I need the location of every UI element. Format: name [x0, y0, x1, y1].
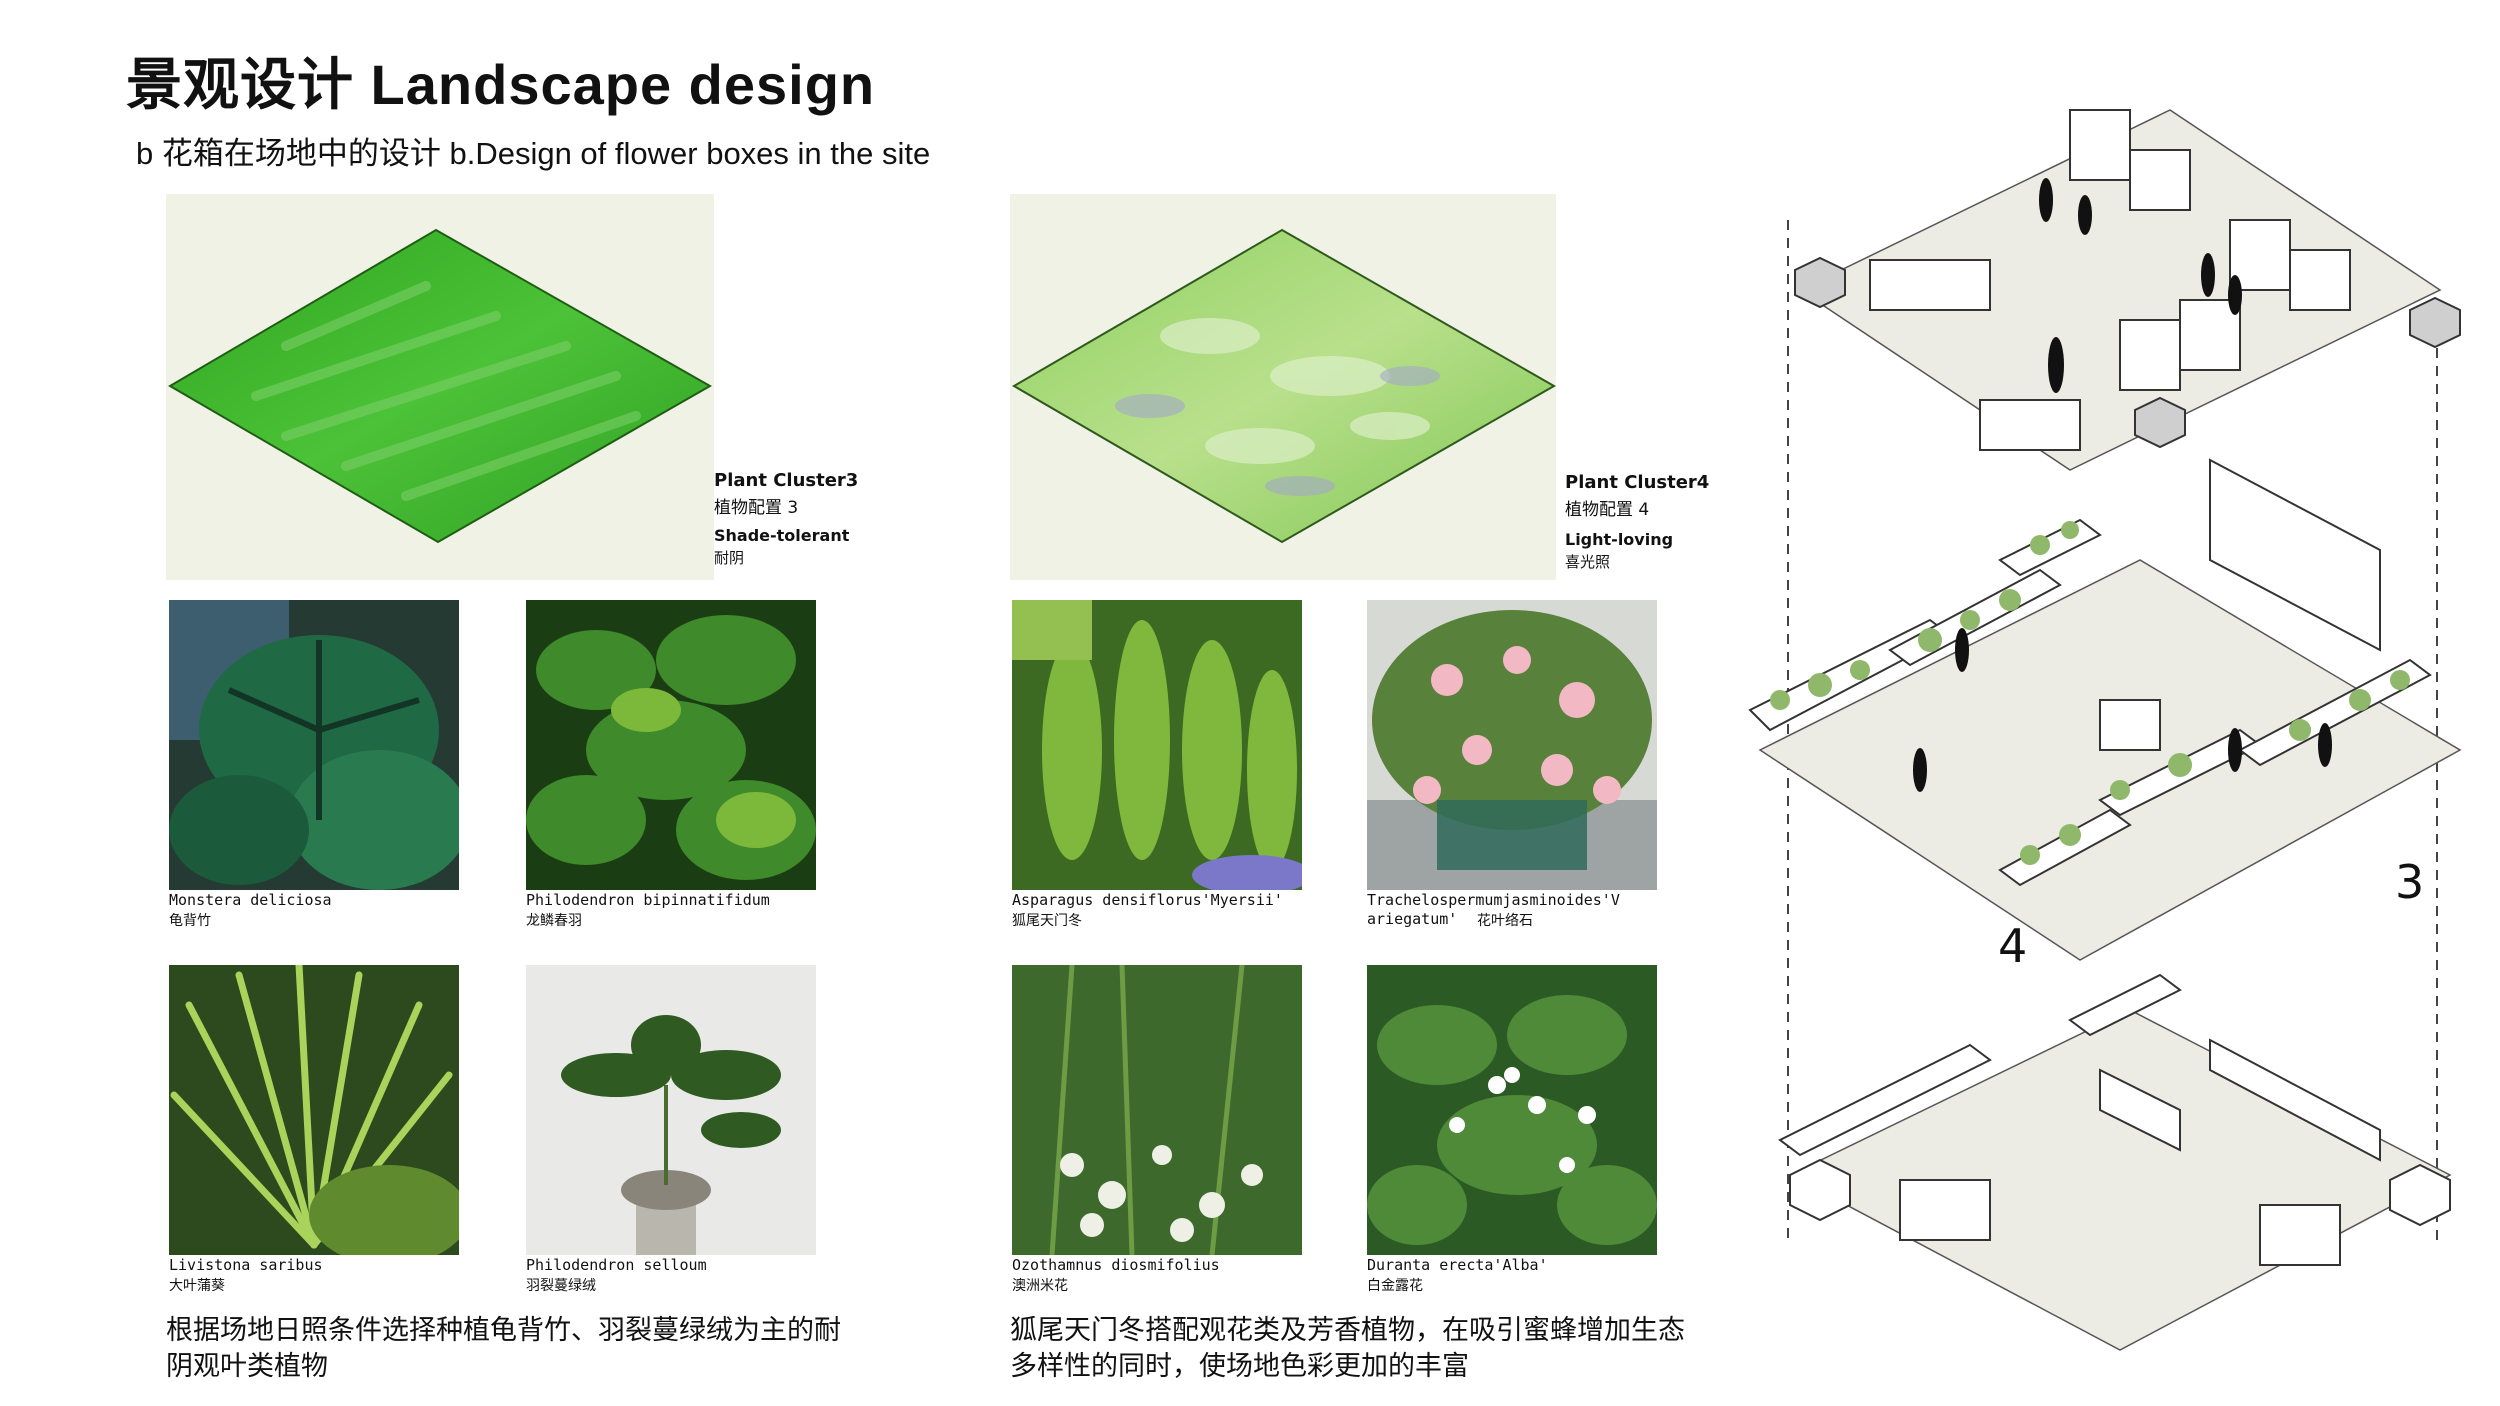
caption-philodendron-selloum-cn: 羽裂蔓绿绒: [526, 1278, 596, 1294]
photo-monstera: [169, 600, 459, 890]
photo-asparagus: [1012, 600, 1302, 890]
caption-ozothamnus-latin: Ozothamnus diosmifolius: [1012, 1256, 1220, 1274]
photo-philodendron-selloum: [526, 965, 816, 1255]
diagram-label-3: 3: [2395, 855, 2424, 909]
page-title: 景观设计 Landscape design: [126, 53, 876, 116]
caption-livistona-cn: 大叶蒲葵: [169, 1278, 225, 1294]
caption-trachelospermum-latin: Trachelospermumjasminoides'V: [1367, 891, 1620, 909]
caption-livistona-latin: Livistona saribus: [169, 1256, 323, 1274]
caption-monstera-latin: Monstera deliciosa: [169, 891, 332, 909]
cluster4-name-cn: 植物配置 4: [1565, 500, 1650, 520]
caption-monstera-cn: 龟背竹: [169, 913, 211, 929]
photo-philodendron-bipinnatifidum: [526, 600, 816, 890]
page-subtitle: b 花箱在场地中的设计 b.Design of flower boxes in …: [136, 136, 931, 171]
axonometric-diagram: 3 4: [1740, 90, 2480, 1395]
caption-philodendron-bipinnatifidum-latin: Philodendron bipinnatifidum: [526, 891, 770, 909]
photo-ozothamnus: [1012, 965, 1302, 1255]
cluster4-grass-texture: [1010, 226, 1558, 546]
cluster3-description: 根据场地日照条件选择种植龟背竹、羽裂蔓绿绒为主的耐阴观叶类植物: [166, 1315, 841, 1382]
photo-duranta: [1367, 965, 1657, 1255]
caption-philodendron-bipinnatifidum-cn: 龙鳞春羽: [526, 913, 582, 929]
cluster4-light: Light-loving: [1565, 530, 1674, 549]
cluster3-light: Shade-tolerant: [714, 526, 850, 545]
photo-livistona: [169, 965, 459, 1255]
cluster4-description: 狐尾天门冬搭配观花类及芳香植物，在吸引蜜蜂增加生态多样性的同时，使场地色彩更加的…: [1010, 1315, 1685, 1382]
cluster3-grass-texture: [166, 226, 714, 546]
caption-trachelospermum-latin-line2: ariegatum': [1367, 910, 1458, 928]
caption-philodendron-selloum-latin: Philodendron selloum: [526, 1256, 707, 1274]
cluster4-light-cn: 喜光照: [1565, 553, 1611, 571]
caption-trachelospermum-cn: 花叶络石: [1477, 913, 1533, 929]
diagram-label-4: 4: [1998, 919, 2027, 973]
cluster3-light-cn: 耐阴: [714, 549, 745, 567]
photo-trachelospermum: [1367, 600, 1657, 890]
cluster3-name-cn: 植物配置 3: [714, 498, 799, 518]
caption-duranta-latin: Duranta erecta'Alba': [1367, 1256, 1548, 1274]
cluster3-name: Plant Cluster3: [714, 470, 859, 491]
bottom-level-floor: [1788, 1009, 2452, 1351]
cluster4-name: Plant Cluster4: [1565, 472, 1710, 493]
middle-level-floor: [1758, 559, 2462, 961]
caption-duranta-cn: 白金露花: [1367, 1278, 1423, 1294]
caption-asparagus-latin: Asparagus densiflorus'Myersii': [1012, 891, 1283, 909]
caption-ozothamnus-cn: 澳洲米花: [1012, 1278, 1068, 1294]
caption-asparagus-cn: 狐尾天门冬: [1012, 913, 1082, 929]
